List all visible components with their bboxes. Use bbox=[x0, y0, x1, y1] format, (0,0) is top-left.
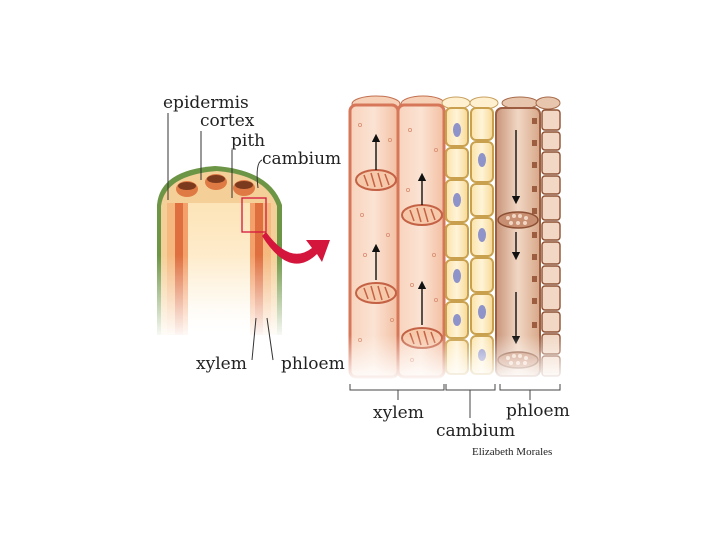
credit-text: Elizabeth Morales bbox=[472, 446, 552, 458]
cambium-cells bbox=[446, 108, 493, 374]
tissue-detail: xylem cambium phloem Elizabeth Morales bbox=[345, 96, 570, 458]
label-epidermis: epidermis bbox=[163, 93, 249, 113]
label-phloem-stem: phloem bbox=[281, 354, 345, 374]
stem-section: epidermis cortex pith cambium xylem phlo… bbox=[150, 93, 345, 374]
label-cambium-stem: cambium bbox=[262, 149, 341, 169]
label-cambium-tissue: cambium bbox=[436, 421, 515, 441]
label-xylem-tissue: xylem bbox=[373, 403, 424, 423]
label-pith: pith bbox=[231, 131, 265, 151]
label-xylem-stem: xylem bbox=[196, 354, 247, 374]
label-phloem-tissue: phloem bbox=[506, 401, 570, 421]
label-cortex: cortex bbox=[200, 111, 255, 131]
